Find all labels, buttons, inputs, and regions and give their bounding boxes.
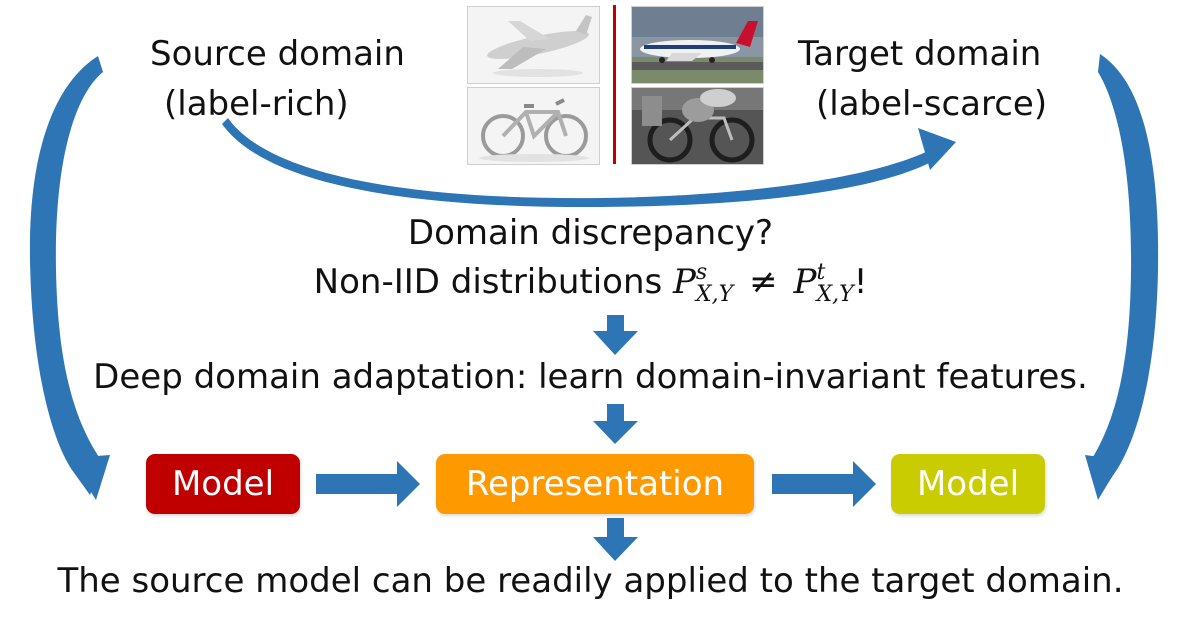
source-distribution-symbol: P [673, 262, 696, 302]
target-model-label: Model [916, 464, 1020, 504]
right-arrow-1 [316, 461, 420, 507]
source-airplane-image [467, 6, 600, 84]
target-distribution-sup: t [816, 260, 826, 285]
bicycle-render-icon [479, 98, 589, 162]
source-model-box: Model [146, 454, 300, 514]
representation-box: Representation [436, 454, 754, 514]
non-iid-prefix: Non-IID distributions [313, 262, 674, 302]
airplane-render-icon [487, 15, 592, 77]
conclusion-statement: The source model can be readily applied … [57, 561, 1124, 601]
source-domain-subtitle: (label-rich) [164, 84, 349, 124]
down-arrow-1 [593, 315, 638, 355]
down-arrow-3 [593, 518, 638, 561]
target-domain-title: Target domain [798, 34, 1042, 74]
target-distribution-sub: X,Y [816, 282, 854, 307]
source-domain-title: Source domain [150, 34, 405, 74]
source-model-label: Model [171, 464, 275, 504]
airplane-photo-icon [632, 7, 763, 83]
non-iid-suffix: ! [853, 262, 868, 302]
source-distribution-sup: s [695, 260, 708, 285]
deep-adaptation-statement: Deep domain adaptation: learn domain-inv… [93, 357, 1088, 397]
down-arrow-2 [593, 404, 638, 444]
source-bicycle-image [467, 87, 600, 165]
target-domain-subtitle: (label-scarce) [816, 84, 1048, 124]
left-curved-arrow [29, 56, 103, 495]
bicycle-photo-icon [632, 88, 763, 164]
target-distribution-symbol: P [793, 262, 817, 302]
right-arrow-2 [772, 461, 876, 507]
target-bicycle-image [631, 87, 764, 165]
domain-divider [613, 5, 616, 164]
right-curved-arrow [1090, 54, 1159, 495]
domain-discrepancy-question: Domain discrepancy? [407, 213, 774, 253]
source-distribution-sub: X,Y [695, 282, 734, 307]
not-equal-sign: ≠ [749, 262, 778, 302]
representation-label: Representation [465, 464, 725, 504]
target-model-box: Model [891, 454, 1045, 514]
target-airplane-image [631, 6, 764, 84]
